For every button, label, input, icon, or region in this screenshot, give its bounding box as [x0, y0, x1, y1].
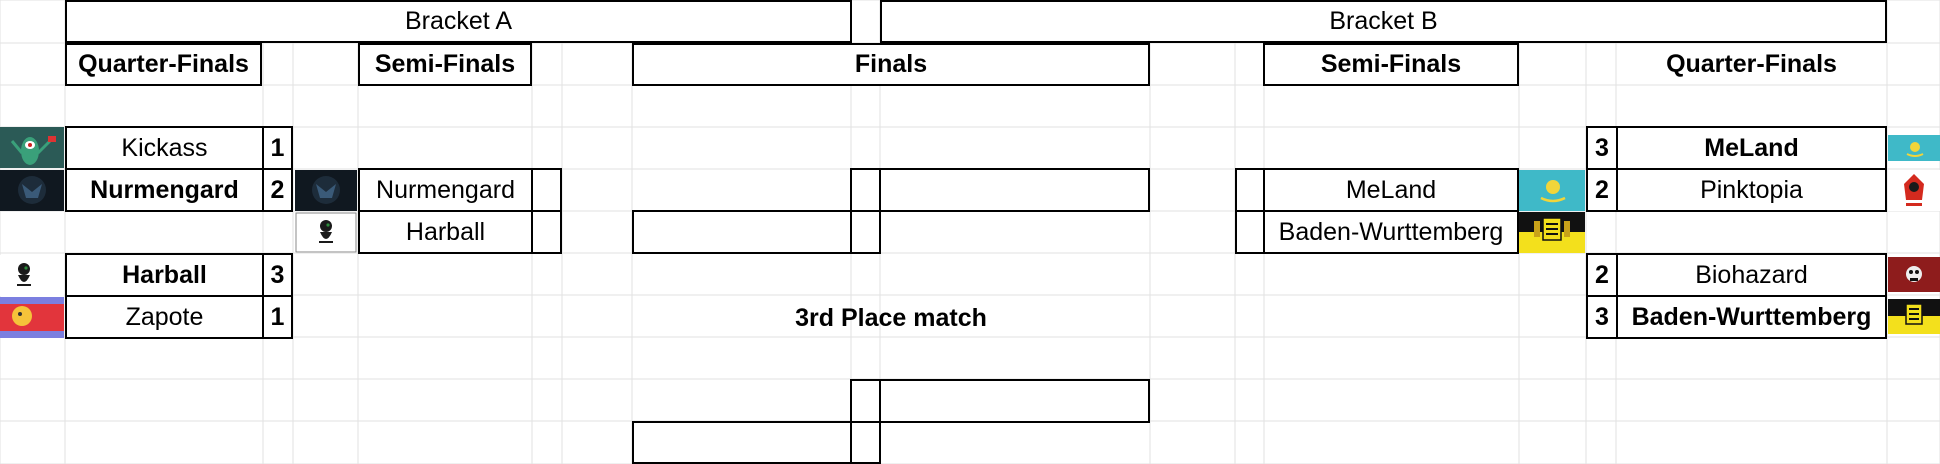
right-sf-team-1: MeLand	[1263, 168, 1519, 212]
left-qf-score-3: 3	[262, 253, 293, 297]
zapote-flag-icon	[0, 297, 64, 338]
biohazard-icon	[1888, 257, 1940, 292]
finals-score-1	[850, 168, 881, 212]
left-qf-score-2: 2	[262, 168, 293, 212]
finals-team-1	[879, 168, 1150, 212]
right-qf-team-1: MeLand	[1616, 126, 1887, 170]
third-place-team-2	[632, 421, 852, 464]
right-sf-score-2	[1235, 210, 1265, 254]
bracket-b-title: Bracket B	[880, 0, 1887, 43]
header-finals: Finals	[632, 43, 1150, 86]
left-sf-score-2	[531, 210, 562, 254]
left-qf-score-4: 1	[262, 295, 293, 339]
left-sf-team-1: Nurmengard	[358, 168, 533, 212]
harball-icon	[0, 255, 64, 296]
kazakhstan-flag-icon	[1888, 135, 1940, 161]
third-place-score-1	[850, 379, 881, 423]
right-sf-score-1	[1235, 168, 1265, 212]
bracket-a-title: Bracket A	[65, 0, 852, 43]
left-qf-team-2: Nurmengard	[65, 168, 264, 212]
header-quarter-finals-left: Quarter-Finals	[65, 43, 262, 86]
header-quarter-finals-right: Quarter-Finals	[1666, 50, 1837, 78]
right-qf-team-2: Pinktopia	[1616, 168, 1887, 212]
right-qf-score-1: 3	[1586, 126, 1618, 170]
right-sf-team-2: Baden-Wurttemberg	[1263, 210, 1519, 254]
third-place-label: 3rd Place match	[795, 303, 987, 332]
dark-emblem-icon	[0, 170, 64, 211]
harball-icon	[295, 212, 357, 253]
third-place-team-1	[879, 379, 1150, 423]
baden-wurttemberg-flag-icon	[1888, 299, 1940, 334]
finals-score-2	[850, 210, 881, 254]
pinktopia-icon	[1888, 170, 1940, 211]
kazakhstan-flag-icon	[1519, 170, 1585, 211]
right-qf-score-4: 3	[1586, 295, 1618, 339]
baden-wurttemberg-flag-icon	[1519, 212, 1585, 253]
header-semi-finals-left: Semi-Finals	[358, 43, 532, 86]
left-qf-team-1: Kickass	[65, 126, 264, 170]
finals-team-2	[632, 210, 852, 254]
left-qf-team-4: Zapote	[65, 295, 264, 339]
left-sf-team-2: Harball	[358, 210, 533, 254]
right-qf-score-3: 2	[1586, 253, 1618, 297]
right-qf-score-2: 2	[1586, 168, 1618, 212]
left-qf-team-3: Harball	[65, 253, 264, 297]
left-sf-score-1	[531, 168, 562, 212]
dark-emblem-icon	[295, 170, 357, 211]
header-semi-finals-right: Semi-Finals	[1263, 43, 1519, 86]
left-qf-score-1: 1	[262, 126, 293, 170]
right-qf-team-3: Biohazard	[1616, 253, 1887, 297]
third-place-score-2	[850, 421, 881, 464]
right-qf-team-4: Baden-Wurttemberg	[1616, 295, 1887, 339]
plankton-icon	[0, 127, 64, 168]
